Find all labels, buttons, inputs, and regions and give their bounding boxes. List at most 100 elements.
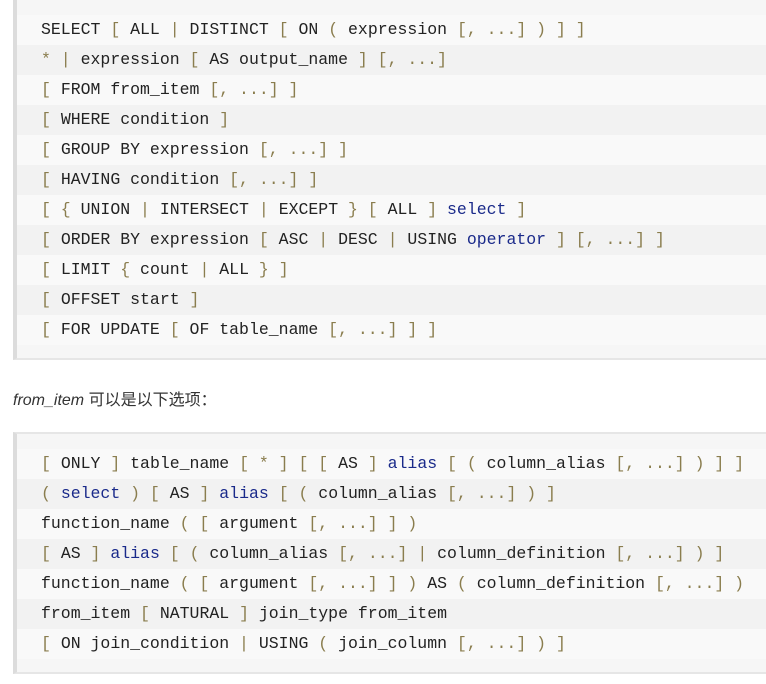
code-punctuation: [: [278, 20, 299, 39]
code-punctuation: [, ...] ) ] ]: [615, 454, 745, 473]
code-text: table_name: [130, 454, 240, 473]
code-text: function_name: [41, 514, 180, 533]
code-punctuation: ]: [219, 110, 230, 129]
code-punctuation: |: [199, 260, 220, 279]
code-punctuation: ]: [239, 604, 259, 623]
code-line: [ FROM from_item [, ...] ]: [17, 75, 766, 105]
code-punctuation: |: [318, 230, 339, 249]
code-punctuation: [, ...] ]: [209, 80, 299, 99]
code-punctuation: [: [41, 454, 61, 473]
code-punctuation: [, ...] ] ): [308, 514, 418, 533]
code-text: FROM from_item: [60, 80, 210, 99]
code-punctuation: ) [: [130, 484, 170, 503]
code-keyword: alias: [110, 544, 170, 563]
code-text: GROUP BY expression: [60, 140, 259, 159]
code-line: SELECT [ ALL | DISTINCT [ ON ( expressio…: [17, 15, 766, 45]
code-text: AS output_name: [209, 50, 358, 69]
code-text: OFFSET start: [60, 290, 190, 309]
code-punctuation: [: [41, 634, 61, 653]
code-punctuation: [, ...] ) ] ]: [456, 20, 586, 39]
code-line: [ AS ] alias [ ( column_alias [, ...] | …: [17, 539, 766, 569]
code-text: AS: [338, 454, 368, 473]
code-line: [ ORDER BY expression [ ASC | DESC | USI…: [17, 225, 766, 255]
code-text: DISTINCT: [189, 20, 279, 39]
code-text: column_definition: [476, 574, 655, 593]
code-punctuation: [ (: [447, 454, 487, 473]
code-text: LIMIT: [60, 260, 121, 279]
code-punctuation: } [: [348, 200, 388, 219]
code-punctuation: [, ...] ] ]: [328, 320, 438, 339]
code-text: USING: [407, 230, 467, 249]
code-punctuation: [, ...] ]: [229, 170, 319, 189]
code-punctuation: [, ...] ): [654, 574, 745, 593]
code-text: argument: [219, 574, 309, 593]
code-text: ON join_condition: [60, 634, 240, 653]
code-punctuation: [ (: [169, 544, 210, 563]
code-text: SELECT: [41, 20, 111, 39]
code-text: column_definition: [437, 544, 616, 563]
code-punctuation: [: [41, 110, 61, 129]
code-block-from-item-syntax: [ ONLY ] table_name [ * ] [ [ AS ] alias…: [13, 432, 766, 674]
code-punctuation: [: [41, 544, 61, 563]
code-text: AS: [169, 484, 200, 503]
code-line: [ GROUP BY expression [, ...] ]: [17, 135, 766, 165]
code-punctuation: [, ...] ) ]: [456, 634, 566, 653]
code-text: column_alias: [209, 544, 339, 563]
code-punctuation: ]: [189, 290, 200, 309]
code-keyword: select: [60, 484, 131, 503]
code-text: from_item: [41, 604, 141, 623]
code-text: HAVING condition: [60, 170, 230, 189]
caption-term: from_item: [13, 392, 85, 409]
code-line: [ WHERE condition ]: [17, 105, 766, 135]
code-punctuation: [, ...] ]: [258, 140, 348, 159]
code-line: [ ONLY ] table_name [ * ] [ [ AS ] alias…: [17, 449, 766, 479]
code-text: count: [140, 260, 200, 279]
code-punctuation: ( [: [179, 514, 220, 533]
code-punctuation: [: [140, 604, 160, 623]
code-punctuation: [ (: [278, 484, 319, 503]
code-keyword: alias: [387, 454, 448, 473]
code-punctuation: [: [41, 260, 61, 279]
code-line: [ ON join_condition | USING ( join_colum…: [17, 629, 766, 659]
code-punctuation: {: [120, 260, 141, 279]
code-punctuation: (: [456, 574, 477, 593]
code-keyword: alias: [219, 484, 279, 503]
code-punctuation: [, ...] ] ): [308, 574, 428, 593]
code-line: [ LIMIT { count | ALL } ]: [17, 255, 766, 285]
code-punctuation: [: [41, 290, 61, 309]
caption-text: 可以是以下选项：: [84, 392, 217, 409]
code-text: USING: [258, 634, 319, 653]
code-punctuation: ]: [90, 544, 111, 563]
code-text: ALL: [219, 260, 259, 279]
code-punctuation: [, ...] ) ]: [615, 544, 725, 563]
code-punctuation: * |: [41, 50, 81, 69]
code-punctuation: (: [318, 634, 339, 653]
code-punctuation: [: [41, 140, 61, 159]
code-text: function_name: [41, 574, 180, 593]
code-text: ASC: [278, 230, 319, 249]
code-block-select-syntax: SELECT [ ALL | DISTINCT [ ON ( expressio…: [13, 0, 766, 360]
code-text: AS: [427, 574, 457, 593]
code-text: ON: [298, 20, 329, 39]
code-punctuation: ]: [427, 200, 448, 219]
code-punctuation: |: [387, 230, 408, 249]
code-punctuation: [: [110, 20, 131, 39]
code-punctuation: ]: [110, 454, 131, 473]
code-text: AS: [60, 544, 91, 563]
code-text: NATURAL: [159, 604, 240, 623]
code-text: EXCEPT: [278, 200, 348, 219]
code-text: OF table_name: [189, 320, 329, 339]
code-text: FOR UPDATE: [60, 320, 170, 339]
code-punctuation: [: [41, 170, 61, 189]
code-punctuation: |: [239, 634, 259, 653]
code-keyword: operator: [466, 230, 556, 249]
code-line: ( select ) [ AS ] alias [ ( column_alias…: [17, 479, 766, 509]
code-text: ORDER BY expression: [60, 230, 259, 249]
code-text: DESC: [338, 230, 388, 249]
code-line: [ { UNION | INTERSECT | EXCEPT } [ ALL ]…: [17, 195, 766, 225]
caption-paragraph: from_item 可以是以下选项：: [13, 386, 217, 410]
code-text: column_alias: [318, 484, 448, 503]
code-text: UNION: [80, 200, 141, 219]
code-text: expression: [348, 20, 457, 39]
code-text: ALL: [130, 20, 170, 39]
